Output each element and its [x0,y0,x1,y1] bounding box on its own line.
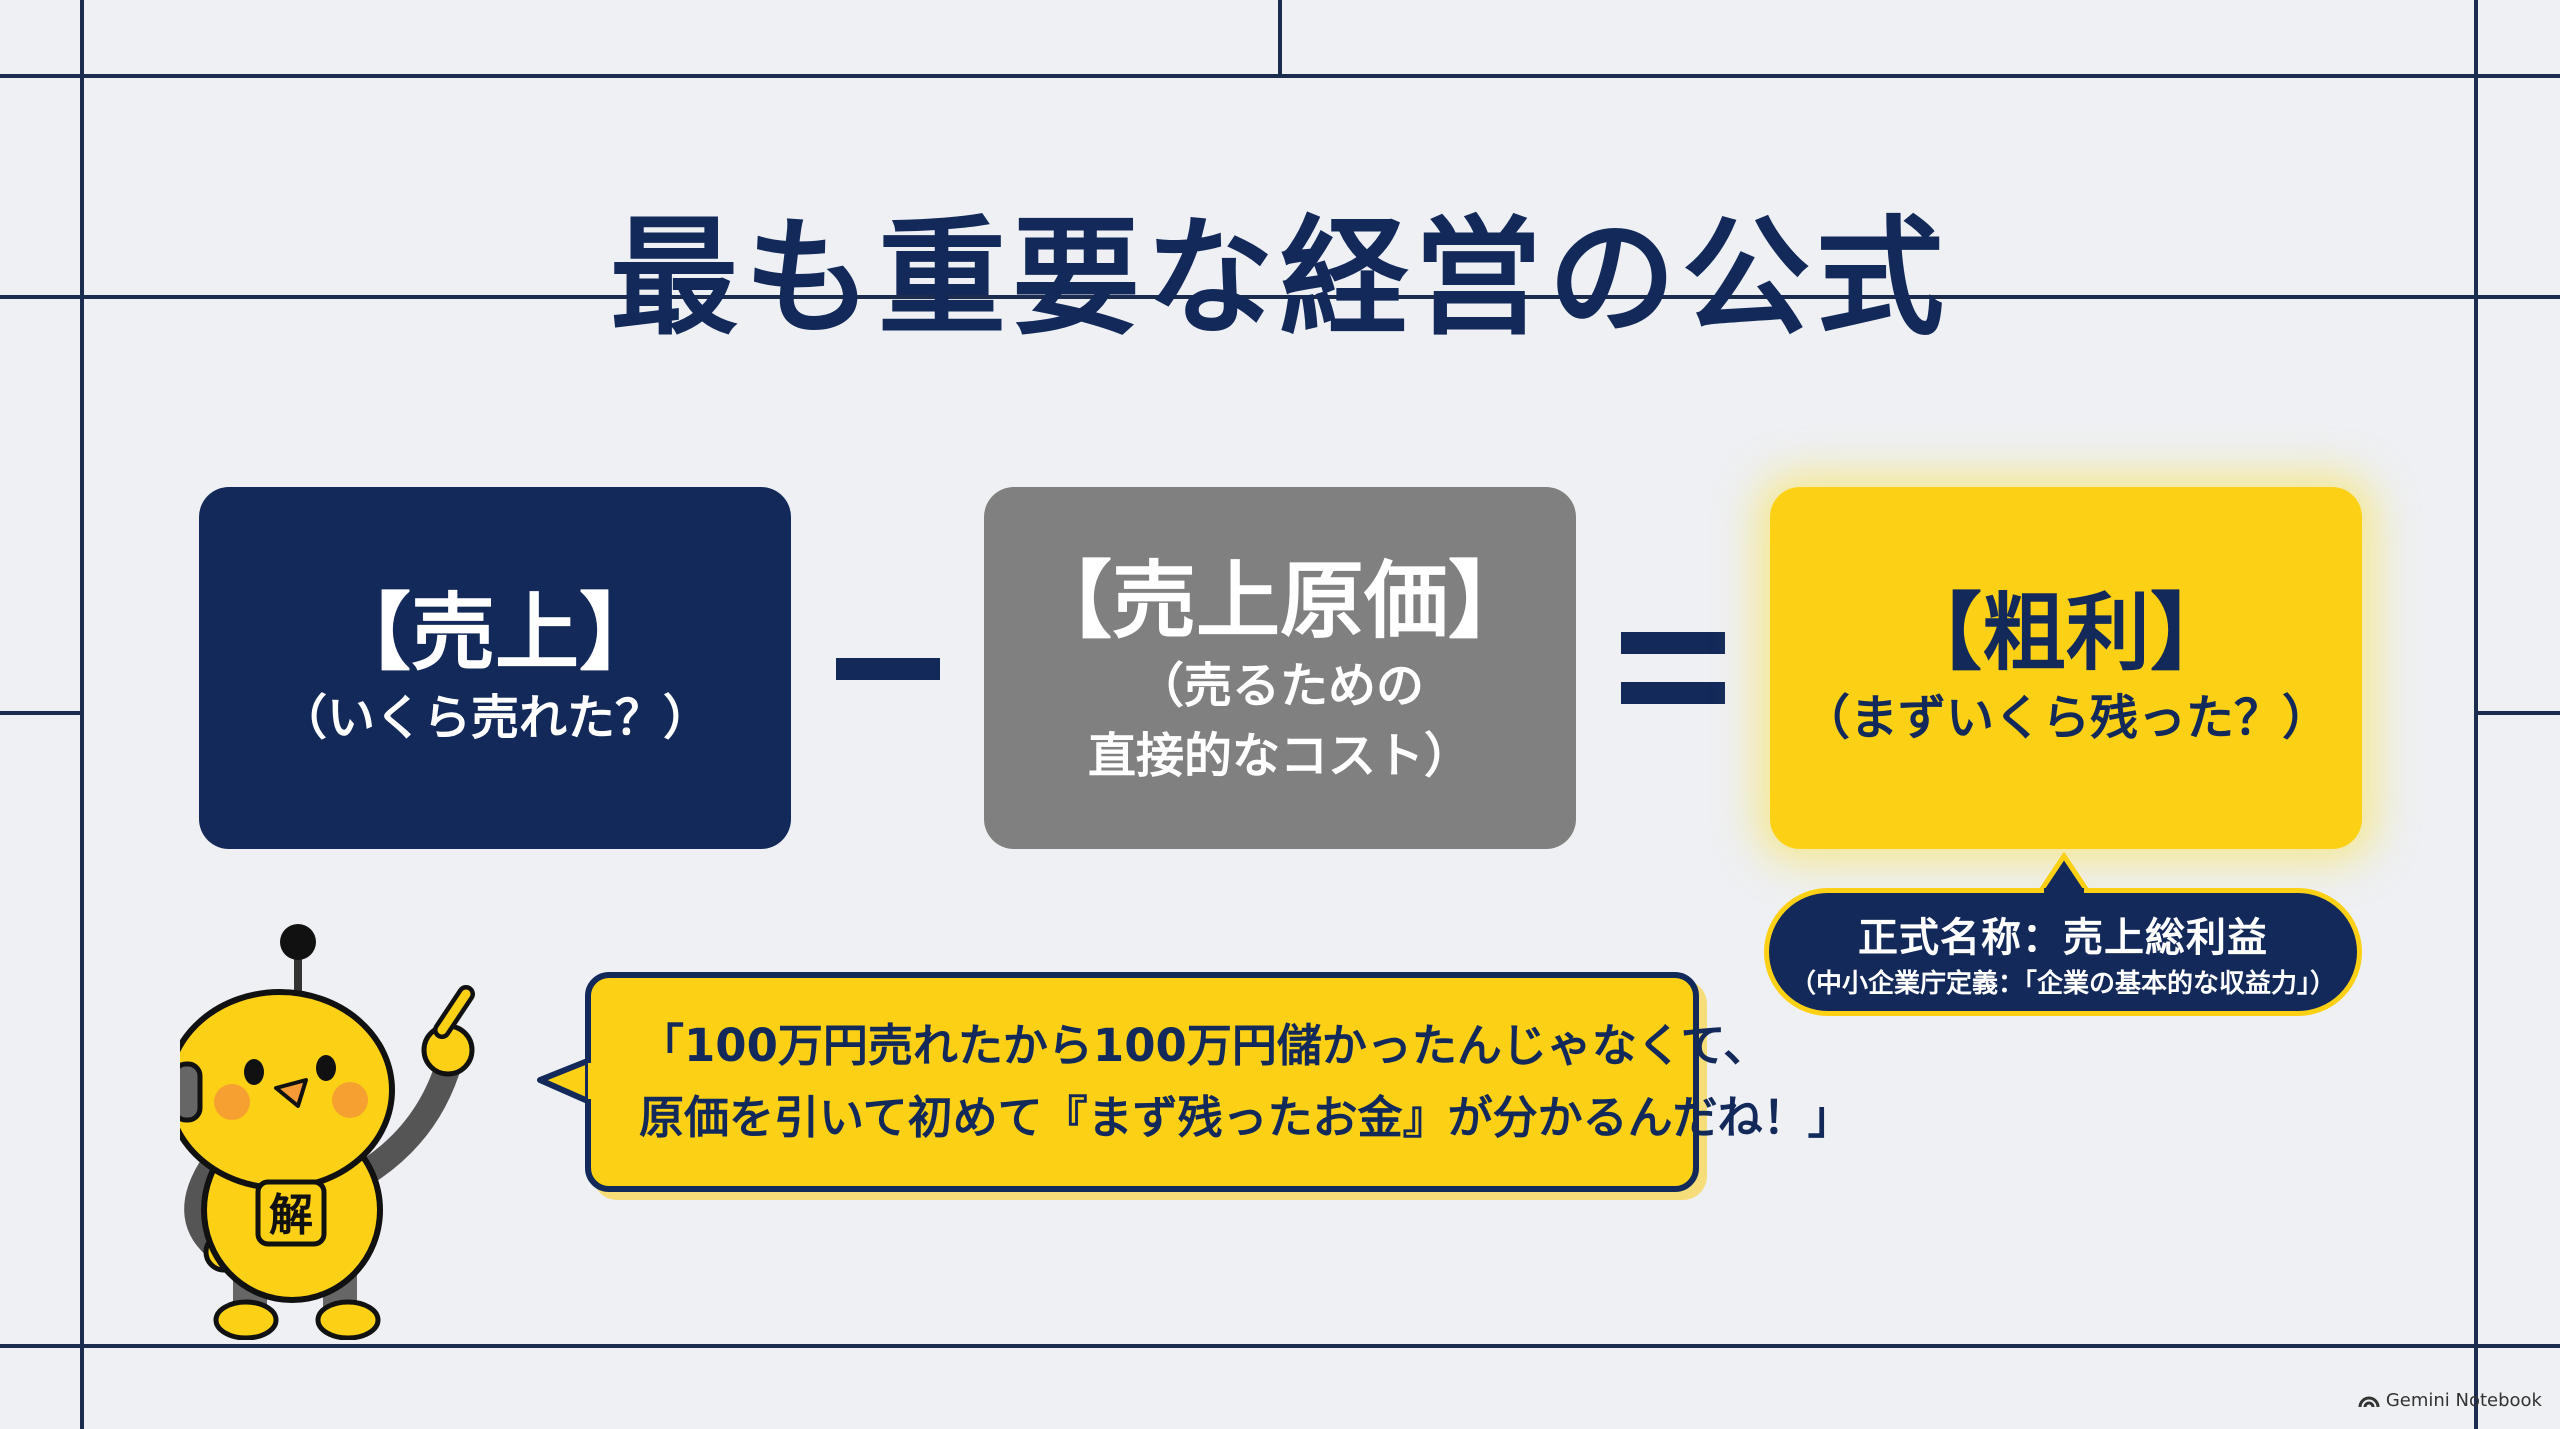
speech-line-2: 原価を引いて初めて『まず残ったお金』が分かるんだね！」 [639,1091,1853,1144]
brand-logo-icon [2358,1396,2380,1407]
footer-brand-text: Gemini Notebook [2385,1390,2542,1411]
cogs-box: 【売上原価】 （売るための 直接的なコスト） [984,487,1576,849]
minus-operator [836,658,940,680]
grid-tick-right [2476,711,2560,715]
gross-profit-box: 【粗利】 （まずいくら残った？） [1770,487,2362,849]
sales-box: 【売上】 （いくら売れた？） [199,487,791,849]
sales-label: 【売上】 [326,584,663,682]
grid-line-top-center [1278,0,1282,76]
speech-bubble: 「100万円売れたから100万円儲かったんじゃなくて、 原価を引いて初めて『まず… [585,972,1853,1192]
official-name-callout: 正式名称：売上総利益 （中小企業庁定義：「企業の基本的な収益力」） [1764,888,2362,1016]
grid-line-bottom [0,1344,2560,1348]
robot-chick-mascot: 解 [180,924,475,1340]
official-name-text: 正式名称：売上総利益 [1858,915,2268,961]
cogs-label: 【売上原価】 [1027,552,1532,650]
gross-profit-label: 【粗利】 [1897,584,2234,682]
cogs-description: （売るための 直接的なコスト） [1087,658,1472,784]
grid-line-title-bottom [0,295,2560,299]
grid-line-top [0,74,2560,78]
mascot-badge: 解 [269,1190,313,1241]
grid-tick-left [0,711,82,715]
grid-line-left [80,0,84,1429]
gross-profit-description: （まずいくら残った？） [1801,690,2330,746]
official-definition-text: （中小企業庁定義：「企業の基本的な収益力」） [1789,969,2336,999]
speech-line-1: 「100万円売れたから100万円儲かったんじゃなくて、 [639,1019,1769,1072]
page-title: 最も重要な経営の公式 [609,203,1950,353]
footer-brand: Gemini Notebook [2358,1390,2542,1411]
sales-description: （いくら売れた？） [278,690,711,746]
